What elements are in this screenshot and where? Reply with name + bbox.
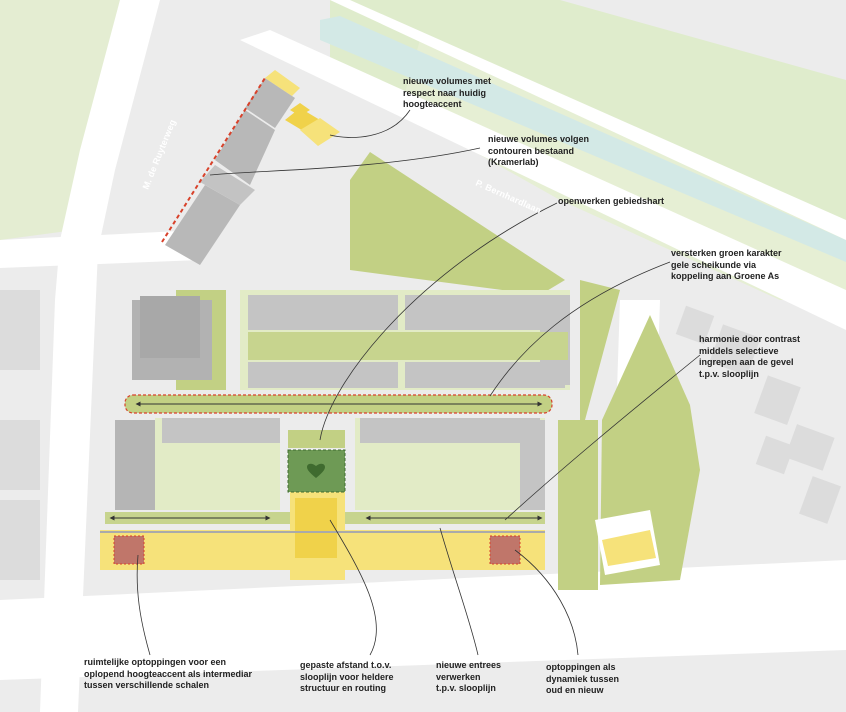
annotation-line: nieuwe volumes met [403, 76, 492, 86]
annotation-optoppingen: optoppingen als dynamiek tussen oud en n… [546, 662, 619, 697]
annotation-line: hoogteaccent [403, 99, 462, 109]
annotation-line: t.p.v. slooplijn [436, 683, 496, 693]
annotation-line: ingrepen aan de gevel [699, 357, 794, 367]
annotation-line: verwerken [436, 671, 481, 682]
annotation-ruimtelijke: ruimtelijke optoppingen voor een oplopen… [84, 657, 252, 692]
annotation-line: oud en nieuw [546, 685, 604, 695]
green-axis [124, 394, 553, 414]
annotation-line: koppeling aan Groene As [671, 271, 780, 281]
annotation-line: dynamiek tussen [546, 673, 620, 684]
street-ruyterweg-top: M. de Ruyterweg [141, 118, 178, 191]
annotation-line: oplopend hoogteaccent als intermediar [84, 668, 253, 679]
annotation-line: gepaste afstand t.o.v. [300, 660, 392, 670]
leader-lines [136, 109, 701, 656]
annotation-harmonie: harmonie door contrast middels selectiev… [699, 334, 800, 380]
annotation-nieuwe-volumes-contouren: nieuwe volumes volgen contouren bestaand… [488, 134, 589, 169]
annotation-line: gele scheikunde via [671, 259, 757, 270]
annotation-line: tussen verschillende schalen [84, 680, 210, 690]
kramerlab-buildings [161, 70, 340, 265]
annotation-line: nieuwe volumes volgen [488, 134, 590, 144]
annotation-nieuwe-volumes-respect: nieuwe volumes met respect naar huidig h… [403, 76, 491, 111]
upper-complex [132, 290, 570, 390]
annotation-gepaste: gepaste afstand t.o.v. slooplijn voor he… [300, 660, 394, 695]
annotation-line: optoppingen als [546, 662, 616, 672]
annotation-line: versterken groen karakter [671, 248, 782, 258]
annotation-line: t.p.v. slooplijn [699, 368, 759, 379]
annotation-openwerken: openwerken gebiedshart [558, 196, 664, 208]
annotation-nieuwe-entrees: nieuwe entrees verwerken t.p.v. slooplij… [436, 660, 501, 695]
annotation-line: harmonie door contrast [699, 334, 801, 344]
surrounding-buildings [0, 290, 841, 580]
annotation-line: (Kramerlab) [488, 157, 539, 167]
street-julianalaan: Julianalaan [298, 622, 349, 632]
annotation-versterken: versterken groen karakter gele scheikund… [671, 248, 782, 283]
annotation-line: middels selectieve [699, 345, 779, 356]
lower-complex [100, 418, 545, 580]
canal [320, 16, 846, 262]
annotation-line: openwerken gebiedshart [558, 196, 665, 206]
annotation-line: respect naar huidig [403, 87, 487, 98]
annotation-line: ruimtelijke optoppingen voor een [84, 657, 227, 667]
annotation-line: structuur en routing [300, 683, 386, 693]
annotation-line: contouren bestaand [488, 145, 575, 156]
annotation-line: nieuwe entrees [436, 660, 502, 670]
annotation-line: slooplijn voor heldere [300, 671, 394, 682]
yellow-building-right [595, 510, 660, 575]
